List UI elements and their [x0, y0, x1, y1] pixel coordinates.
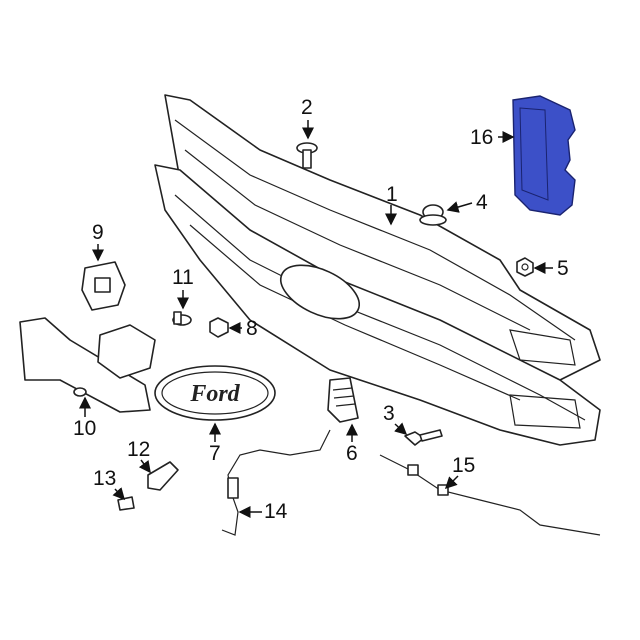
grille-part-1[interactable] [154, 94, 601, 446]
callout-9: 9 [92, 221, 104, 244]
callout-6: 6 [346, 442, 358, 465]
clip-part-4[interactable] [419, 204, 447, 226]
wiring-harness-part-15[interactable] [379, 454, 601, 536]
callout-13: 13 [93, 467, 117, 490]
nut-part-5[interactable] [516, 257, 534, 277]
emblem-text: Ford [189, 381, 240, 407]
bolt-part-3[interactable] [404, 429, 443, 446]
camera-bracket-part-10[interactable] [19, 317, 156, 413]
callout-7: 7 [209, 442, 221, 465]
bolt-part-2[interactable] [296, 142, 318, 169]
wiring-harness-part-14[interactable] [221, 429, 331, 536]
callout-16: 16 [470, 126, 494, 149]
ford-emblem-part-7[interactable]: Ford [154, 365, 276, 421]
callout-1: 1 [386, 183, 398, 206]
insert-part-6[interactable] [327, 377, 359, 423]
callout-8: 8 [246, 317, 258, 340]
camera-part-9[interactable] [81, 261, 126, 311]
nut-part-8[interactable] [209, 317, 229, 338]
callout-10: 10 [73, 417, 97, 440]
callout-2: 2 [301, 96, 313, 119]
callout-5: 5 [557, 257, 569, 280]
clip-part-13[interactable] [117, 496, 135, 511]
callout-15: 15 [452, 454, 476, 477]
screw-part-11[interactable] [172, 311, 192, 326]
callout-11: 11 [172, 266, 194, 289]
callout-3: 3 [383, 402, 395, 425]
callout-4: 4 [476, 191, 488, 214]
bracket-part-16[interactable] [512, 95, 576, 216]
connector-part-12[interactable] [147, 461, 179, 491]
callout-14: 14 [264, 500, 288, 523]
callout-12: 12 [127, 438, 151, 461]
callout-arrows [79, 120, 553, 518]
